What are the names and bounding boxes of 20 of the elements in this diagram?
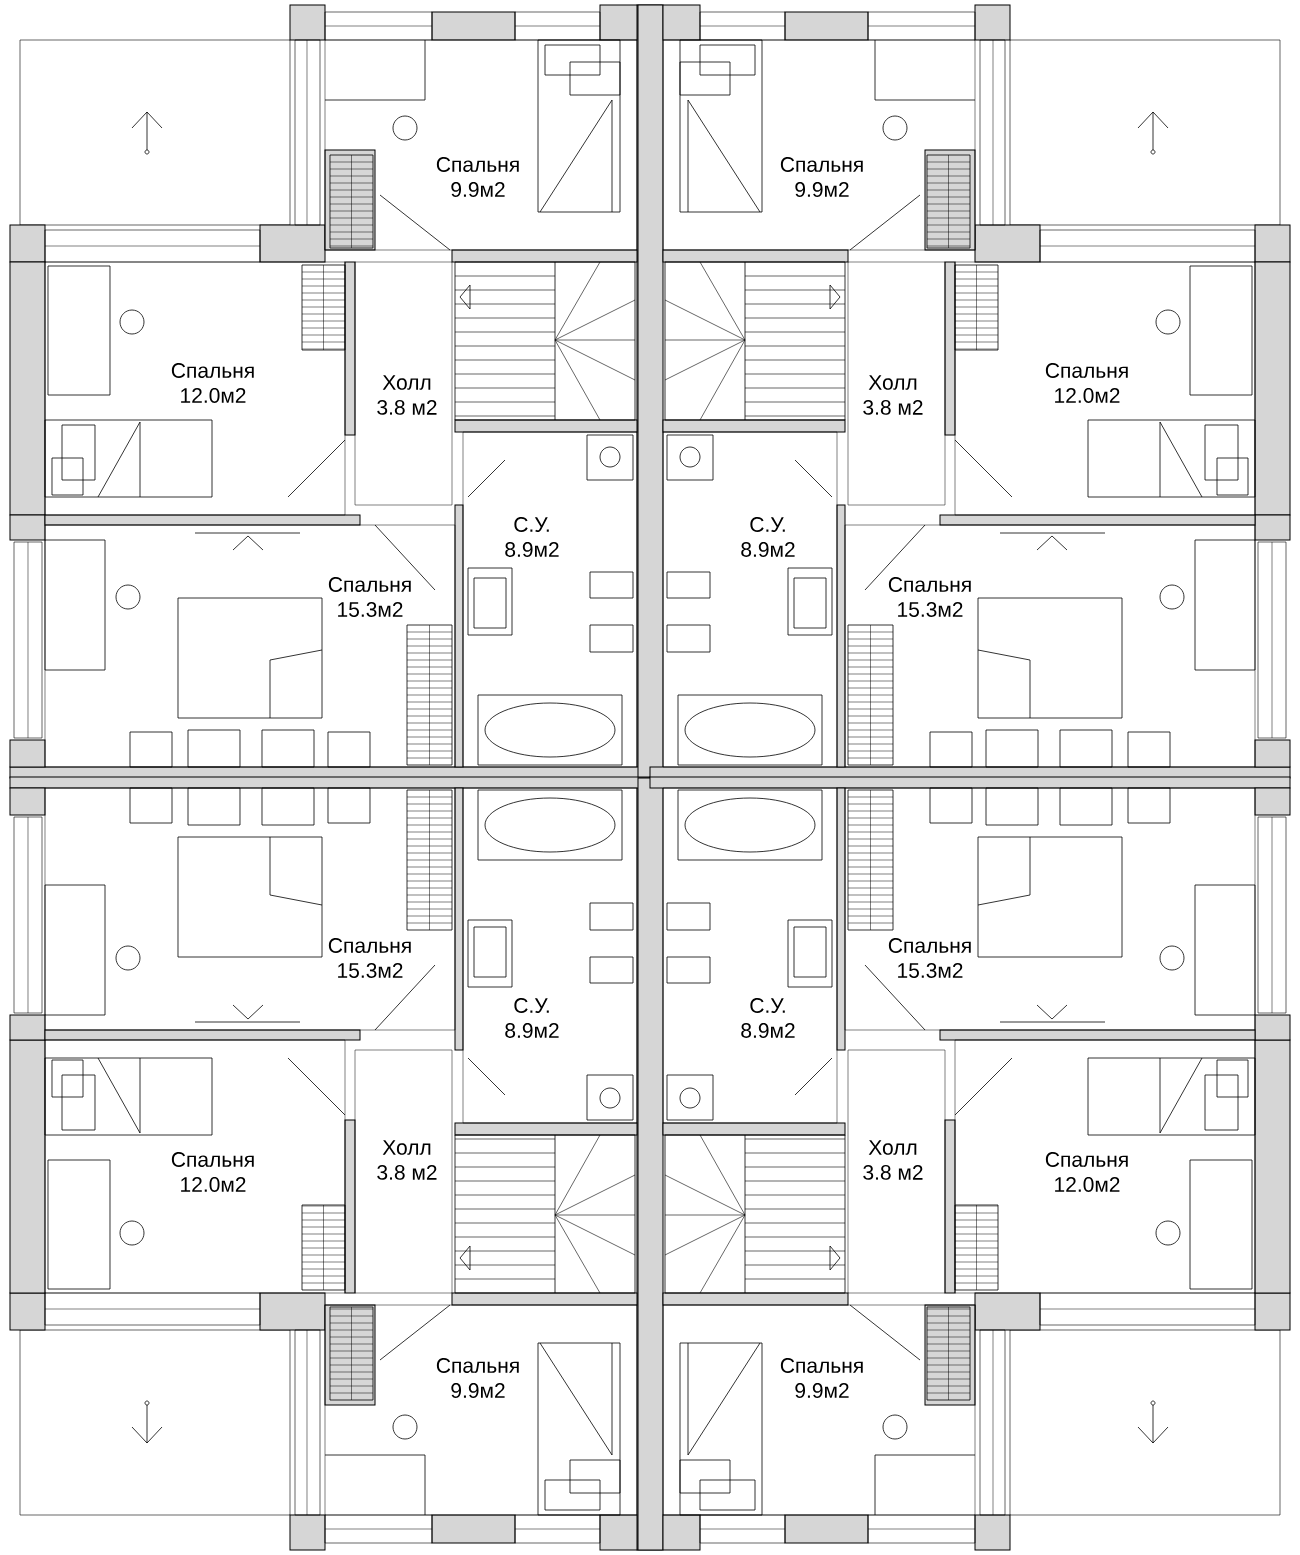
room: Спальня 15.3м2 [44,524,456,768]
room: Холл 3.8 м2 [847,1049,946,1294]
room: Спальня 9.9м2 [324,1304,638,1516]
room: Спальня 15.3м2 [844,787,1256,1031]
room: Спальня 9.9м2 [324,39,638,251]
room: С.У. 8.9м2 [662,431,838,768]
room: Спальня 15.3м2 [844,524,1256,768]
room: Холл 3.8 м2 [354,261,453,506]
room: Спальня 9.9м2 [662,39,976,251]
room: Спальня 12.0м2 [954,261,1256,516]
room: Холл 3.8 м2 [847,261,946,506]
room: С.У. 8.9м2 [662,787,838,1124]
room: С.У. 8.9м2 [462,431,638,768]
room: Спальня 9.9м2 [662,1304,976,1516]
room: Спальня 12.0м2 [44,261,346,516]
room: Холл 3.8 м2 [354,1049,453,1294]
room: Спальня 12.0м2 [44,1039,346,1294]
room: Спальня 12.0м2 [954,1039,1256,1294]
room: С.У. 8.9м2 [462,787,638,1124]
room: Спальня 15.3м2 [44,787,456,1031]
